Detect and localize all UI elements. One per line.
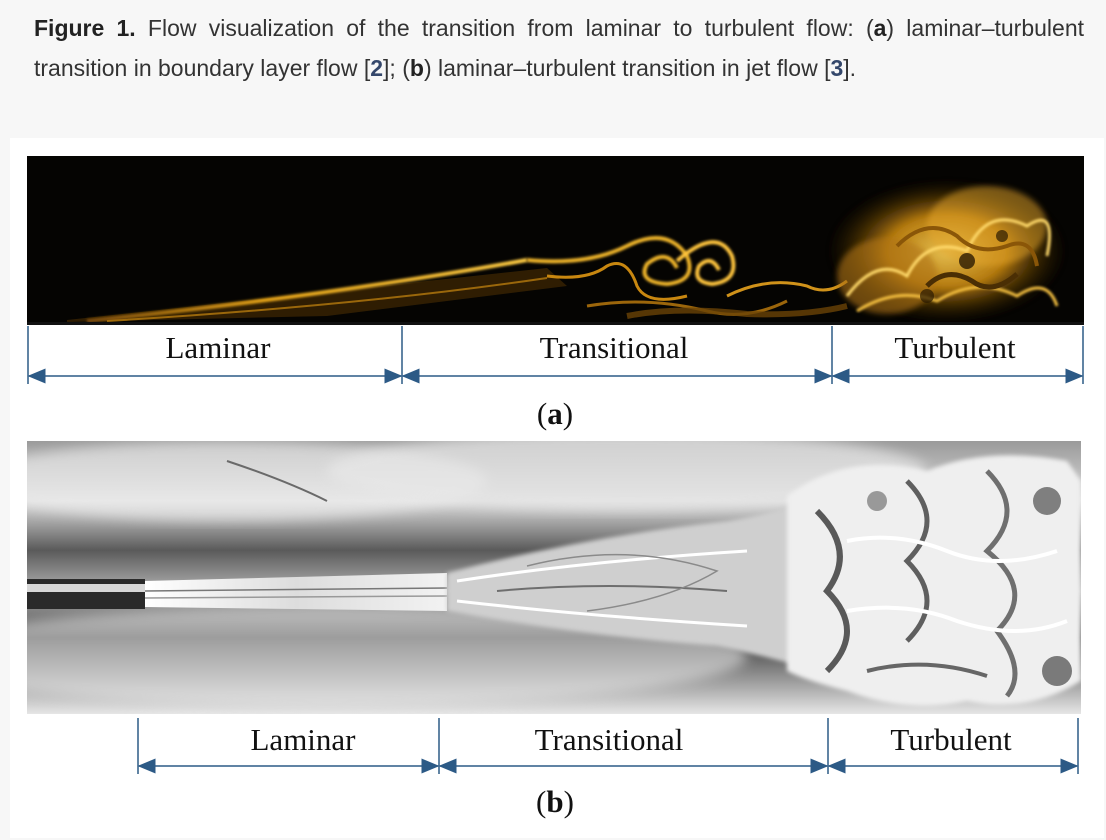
panel-a-label: (a) [536,396,574,431]
caption-text-3: ]; ( [383,55,410,81]
figure-label: Figure 1. [34,15,136,41]
panel-b-turbulent-label: Turbulent [890,722,1012,757]
panel-b-label: (b) [536,784,574,819]
plate-surface-line [27,322,1084,325]
boundary-layer-flow-image [27,156,1084,322]
caption-text-4: ) laminar–turbulent transition in jet fl… [423,55,831,81]
panel-a-laminar-label: Laminar [165,330,271,365]
panel-a-transitional-label: Transitional [539,330,689,365]
reference-link-3[interactable]: 3 [830,55,844,81]
reference-link-2[interactable]: 2 [370,55,384,81]
caption-letter-b: b [409,55,424,81]
caption-letter-a: a [873,15,887,41]
panel-a-dimension-arrows [27,326,1084,384]
panel-b-transitional-label: Transitional [534,722,684,757]
figure-image: Laminar Transitional Turbulent (a) [10,138,1104,838]
caption-text-5: ]. [843,55,857,81]
panel-b-laminar-label: Laminar [250,722,356,757]
caption-text-1: Flow visualization of the transition fro… [135,15,874,41]
jet-flow-image [27,441,1081,714]
caption-text-2: ) laminar–turbulent transition in bounda… [34,15,1085,81]
panel-b-dimension-arrows [137,718,1079,774]
figure-caption: Figure 1. Flow visualization of the tran… [34,8,1084,88]
panel-a-turbulent-label: Turbulent [894,330,1016,365]
